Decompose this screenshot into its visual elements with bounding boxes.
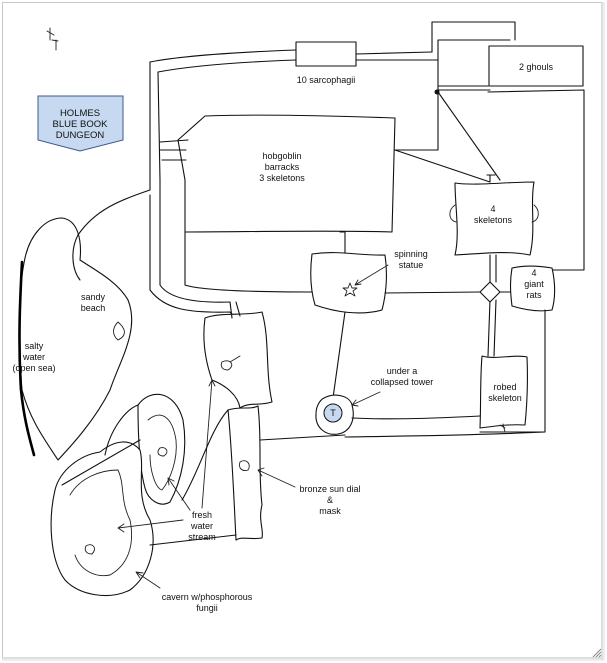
banner-line-1: HOLMES bbox=[60, 108, 100, 119]
north-corridors bbox=[149, 21, 585, 271]
label-rats-1: 4 bbox=[531, 268, 536, 278]
label-rats-2: giant bbox=[524, 279, 544, 289]
stream-pointers: fresh water stream bbox=[117, 379, 216, 542]
region-sandy-beach: sandy beach salty water (open sea) bbox=[12, 217, 133, 461]
label-sea-3: (open sea) bbox=[12, 363, 55, 373]
tower-marker-label: T bbox=[330, 408, 336, 418]
room-statue: spinning statue bbox=[310, 249, 428, 314]
room-cavern bbox=[50, 404, 154, 596]
misc-passages bbox=[149, 409, 237, 546]
room-sun-dial: bronze sun dial & mask bbox=[227, 405, 361, 541]
cavern-pointer: cavern w/phosphorous fungii bbox=[135, 571, 253, 613]
room-stream-cave bbox=[137, 393, 186, 505]
label-beach-1: sandy bbox=[81, 292, 106, 302]
label-robed-2: skeleton bbox=[488, 393, 522, 403]
title-banner: HOLMES BLUE BOOK DUNGEON bbox=[37, 95, 124, 152]
label-skeletons-2: skeletons bbox=[474, 215, 513, 225]
east-corridors bbox=[332, 254, 513, 399]
label-stream-1: fresh bbox=[192, 510, 212, 520]
room-skeletons: 4 skeletons bbox=[449, 174, 539, 256]
label-stream-3: stream bbox=[188, 532, 216, 542]
room-sarcophagi: 10 sarcophagii bbox=[295, 41, 357, 85]
label-sundial-2: & bbox=[327, 495, 333, 505]
sea-coastline bbox=[18, 260, 36, 457]
label-tower-2: collapsed tower bbox=[371, 377, 434, 387]
label-sea-1: salty bbox=[25, 341, 44, 351]
label-tower-1: under a bbox=[387, 366, 418, 376]
north-arrow-icon bbox=[46, 27, 59, 51]
label-robed-1: robed bbox=[493, 382, 516, 392]
label-sundial-1: bronze sun dial bbox=[299, 484, 360, 494]
banner-shape bbox=[37, 95, 124, 152]
label-sundial-3: mask bbox=[319, 506, 341, 516]
west-corridors bbox=[72, 179, 313, 319]
label-rats-3: rats bbox=[526, 290, 542, 300]
star-icon bbox=[342, 282, 358, 297]
room-collapsed-tower: T under a collapsed tower bbox=[259, 366, 546, 441]
label-statue-1: spinning bbox=[394, 249, 428, 259]
label-sarcophagi: 10 sarcophagii bbox=[297, 75, 356, 85]
resize-grip-icon[interactable] bbox=[592, 648, 602, 658]
label-beach-2: beach bbox=[81, 303, 106, 313]
room-ghouls: 2 ghouls bbox=[488, 45, 584, 87]
label-barracks-1: hobgoblin bbox=[262, 151, 301, 161]
page-shadow-right bbox=[601, 2, 605, 660]
label-cavern-2: fungii bbox=[196, 603, 218, 613]
banner-line-2: BLUE BOOK bbox=[53, 119, 109, 130]
room-barracks: hobgoblin barracks 3 skeletons bbox=[159, 114, 396, 256]
label-barracks-2: barracks bbox=[265, 162, 300, 172]
label-statue-2: statue bbox=[399, 260, 424, 270]
room-upper-cave bbox=[203, 301, 273, 409]
banner-line-3: DUNGEON bbox=[56, 130, 105, 141]
room-robed-skeleton: robed skeleton bbox=[479, 355, 528, 433]
page-shadow-bottom bbox=[2, 657, 604, 661]
label-cavern-1: cavern w/phosphorous bbox=[162, 592, 253, 602]
tower-marker bbox=[323, 403, 343, 423]
junction-diamond bbox=[479, 281, 501, 303]
label-sea-2: water bbox=[22, 352, 45, 362]
label-skeletons-1: 4 bbox=[490, 204, 495, 214]
label-stream-2: water bbox=[190, 521, 213, 531]
junction-dot bbox=[434, 89, 440, 95]
label-ghouls: 2 ghouls bbox=[519, 62, 554, 72]
label-barracks-3: 3 skeletons bbox=[259, 173, 305, 183]
